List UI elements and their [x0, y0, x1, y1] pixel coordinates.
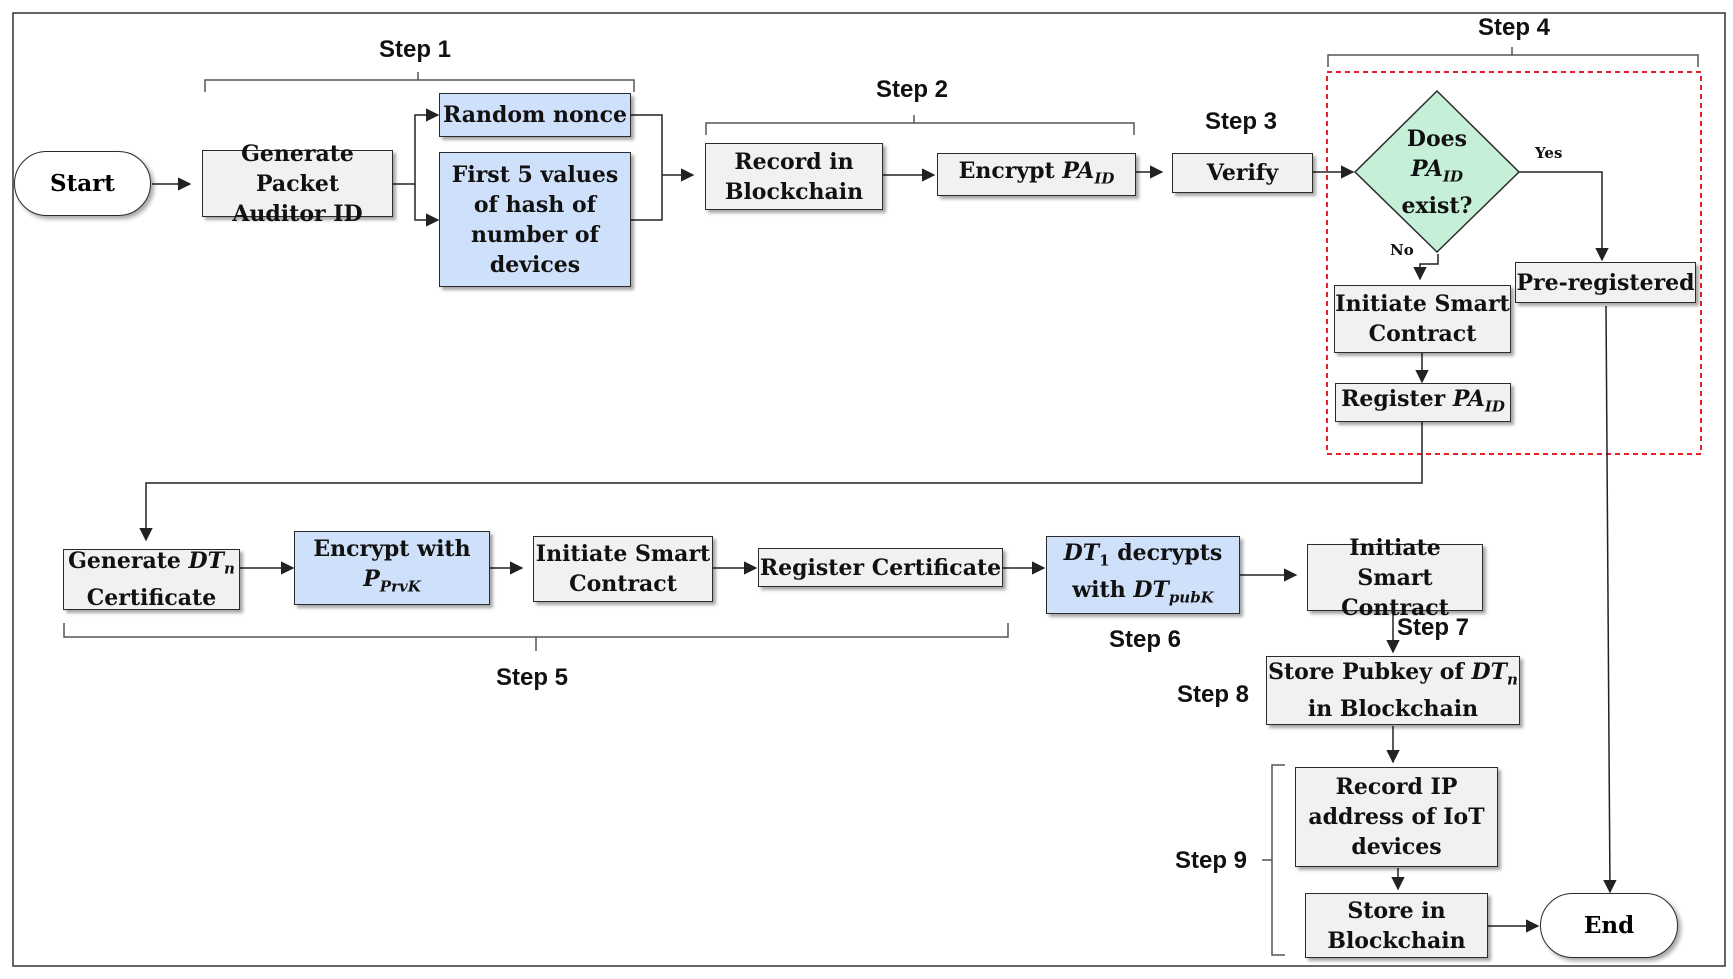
no-label: No: [1390, 241, 1414, 259]
step7-label: Step 7: [1397, 614, 1470, 641]
step1-brace: [204, 72, 635, 92]
step3-label: Step 3: [1205, 108, 1278, 135]
encrypt-pa-id-box: Encrypt PAID: [937, 153, 1136, 196]
step6-label: Step 6: [1109, 626, 1182, 653]
arrow-to-generate-dtn: [139, 422, 1423, 542]
arrow-no: [1413, 254, 1439, 281]
yes-label: Yes: [1535, 144, 1563, 162]
step8-label: Step 8: [1177, 681, 1250, 708]
start-terminal: Start: [14, 151, 151, 216]
pre-registered-box: Pre-registered: [1515, 262, 1696, 303]
step4-label: Step 4: [1478, 14, 1551, 41]
end-terminal: End: [1540, 893, 1678, 958]
step2-label: Step 2: [876, 76, 949, 103]
arrow-yes: [1519, 171, 1609, 262]
arrow-to-first5: [414, 184, 440, 227]
step2-brace: [705, 115, 1135, 135]
arrow-preregistered-to-end: [1603, 305, 1617, 894]
step5-label: Step 5: [496, 664, 569, 691]
register-certificate-box: Register Certificate: [758, 548, 1003, 587]
verify-box: Verify: [1172, 153, 1313, 193]
step1-label: Step 1: [379, 36, 452, 63]
register-pa-id-box: Register PAID: [1335, 383, 1511, 422]
arrow-to-random-nonce: [393, 108, 440, 185]
decision-diamond: [1353, 89, 1521, 254]
step5-brace: [63, 623, 1009, 651]
step4-brace: [1327, 47, 1699, 67]
decision-label: Does PAID exist?: [1401, 126, 1473, 220]
step9-label: Step 9: [1175, 847, 1248, 874]
step9-brace: [1262, 764, 1285, 956]
random-nonce-box: Random nonce: [439, 93, 631, 137]
outer-frame: [12, 12, 1726, 967]
merge-line: [631, 114, 663, 221]
